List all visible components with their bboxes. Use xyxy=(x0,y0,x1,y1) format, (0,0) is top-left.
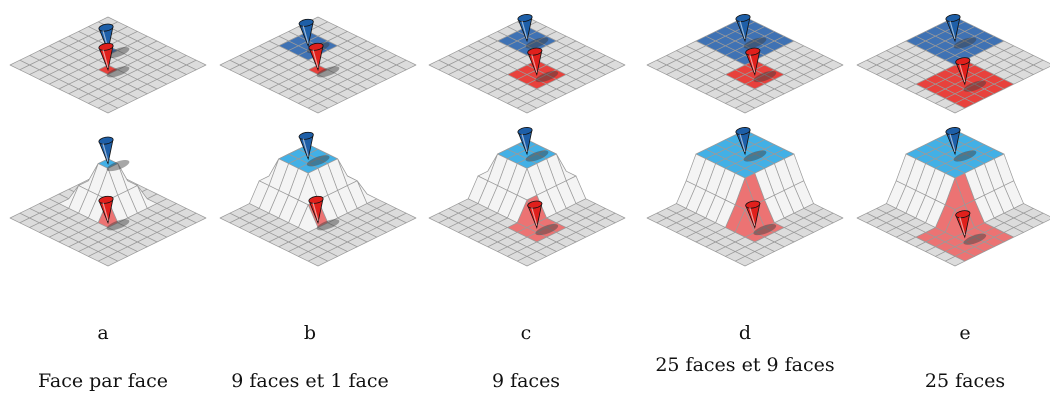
red-handle-icon xyxy=(308,195,340,231)
blue-handle-icon xyxy=(735,127,767,162)
grid-cell xyxy=(944,103,966,114)
grid-cell xyxy=(516,256,538,267)
caption-text-b: 9 faces et 1 face xyxy=(231,370,389,392)
caption-text-c: 9 faces xyxy=(491,370,561,392)
grid-cell xyxy=(944,256,966,267)
blue-handle-icon xyxy=(517,127,549,162)
bottom-grid-d xyxy=(646,127,844,267)
caption-letter-a: a xyxy=(97,322,109,344)
top-grid-c xyxy=(428,14,626,114)
caption-text-a: Face par face xyxy=(37,370,168,392)
bottom-grid-e xyxy=(856,127,1050,267)
blue-handle-icon xyxy=(517,14,549,49)
caption-letter-b: b xyxy=(303,322,317,344)
bottom-grid-c xyxy=(428,127,626,267)
blue-handle-icon xyxy=(945,127,977,162)
grid-cell xyxy=(734,256,756,267)
top-grid-b xyxy=(219,16,417,114)
blue-handle-icon xyxy=(945,14,977,49)
blue-handle-icon xyxy=(735,14,767,49)
blue-handle-icon xyxy=(98,136,130,172)
red-handle-icon xyxy=(745,47,777,83)
red-handle-icon xyxy=(955,210,987,245)
top-grid-d xyxy=(646,14,844,114)
red-handle-icon xyxy=(745,200,777,236)
panels-canvas xyxy=(9,14,1050,267)
caption-text-d: 25 faces et 9 faces xyxy=(655,354,835,376)
red-handle-icon xyxy=(527,200,559,236)
grid-cell xyxy=(516,103,538,114)
caption-letter-e: e xyxy=(959,322,971,344)
top-grid-a xyxy=(9,16,207,114)
grid-cell xyxy=(97,256,119,267)
red-handle-icon xyxy=(308,42,340,78)
caption-text-e: 25 faces xyxy=(924,370,1006,392)
red-handle-icon xyxy=(98,195,130,231)
grid-cell xyxy=(734,103,756,114)
grid-cell xyxy=(97,103,119,114)
blue-handle-icon xyxy=(298,131,330,167)
caption-letter-d: d xyxy=(738,322,752,344)
grid-cell xyxy=(307,103,329,114)
caption-letter-c: c xyxy=(520,322,532,344)
red-handle-icon xyxy=(955,57,987,92)
bottom-grid-b xyxy=(219,131,417,267)
grid-cell xyxy=(307,256,329,267)
red-handle-icon xyxy=(98,42,130,78)
red-handle-icon xyxy=(527,47,559,83)
top-grid-e xyxy=(856,14,1050,114)
bottom-grid-a xyxy=(9,136,207,267)
